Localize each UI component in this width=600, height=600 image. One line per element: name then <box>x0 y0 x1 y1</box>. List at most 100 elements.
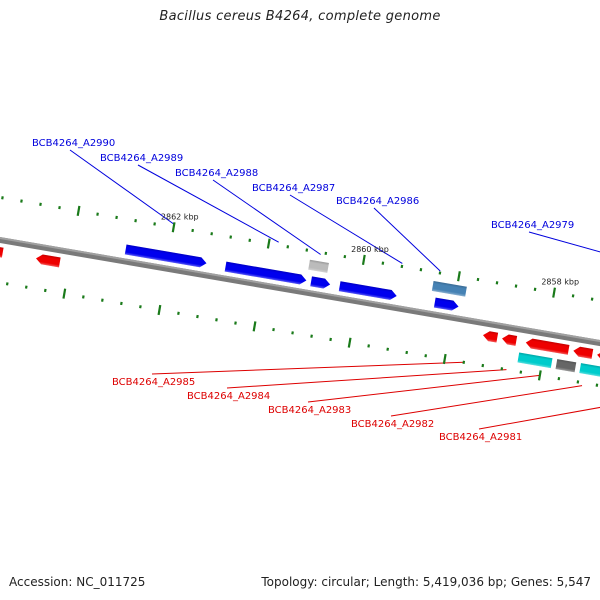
major-tick <box>62 288 67 299</box>
callout-line <box>226 369 507 389</box>
map-title: Bacillus cereus B4264, complete genome <box>159 9 441 24</box>
minor-tick <box>324 251 328 256</box>
gene-bcb4264_a2989[interactable] <box>224 261 308 286</box>
major-tick <box>171 222 176 233</box>
minor-tick <box>381 261 385 265</box>
tick-row-bottom <box>5 282 599 387</box>
tick-label: 2858 kbp <box>541 278 579 287</box>
minor-tick <box>39 202 42 207</box>
minor-tick <box>419 268 423 272</box>
gene-label[interactable]: BCB4264_A2986 <box>336 196 419 207</box>
minor-tick <box>405 350 409 355</box>
gene-bcb4264_a2986[interactable] <box>431 281 467 297</box>
minor-tick <box>120 301 123 306</box>
minor-tick <box>101 298 104 302</box>
gene-label[interactable]: BCB4264_A2984 <box>187 391 270 402</box>
minor-tick <box>210 232 214 236</box>
gene-feature[interactable] <box>573 346 594 359</box>
gene-label[interactable]: BCB4264_A2981 <box>439 432 522 443</box>
minor-tick <box>5 282 9 286</box>
minor-tick <box>177 311 180 315</box>
gene-feature[interactable] <box>35 253 61 268</box>
gene-bcb4264_a2987[interactable] <box>338 281 398 301</box>
tick-row-top <box>1 196 594 301</box>
gene-feature[interactable] <box>555 359 577 373</box>
minor-tick <box>248 238 252 242</box>
gene-bcb4264_a2985[interactable] <box>482 330 499 343</box>
major-tick <box>361 254 366 266</box>
minor-tick <box>462 360 466 364</box>
callout-layer <box>69 149 600 430</box>
genome-backbone <box>0 228 600 370</box>
minor-tick <box>20 199 23 203</box>
callout-line <box>289 194 403 264</box>
minor-tick <box>476 277 480 282</box>
gene-label[interactable]: BCB4264_A2983 <box>268 405 351 416</box>
minor-tick <box>43 288 47 293</box>
gene-label[interactable]: BCB4264_A2982 <box>351 419 434 430</box>
minor-tick <box>191 228 195 233</box>
minor-tick <box>386 347 390 351</box>
minor-tick <box>329 337 332 342</box>
tick-label: 2862 kbp <box>161 212 199 221</box>
minor-tick <box>215 318 218 322</box>
gene-label[interactable]: BCB4264_A2987 <box>252 183 335 194</box>
minor-tick <box>115 215 118 220</box>
accession-text: Accession: NC_011725 <box>9 575 146 589</box>
minor-tick <box>139 305 142 309</box>
label-layer: BCB4264_A2990BCB4264_A2989BCB4264_A2988B… <box>32 138 574 443</box>
minor-tick <box>229 235 233 239</box>
callout-line <box>69 149 175 225</box>
major-tick <box>442 353 447 365</box>
callout-line <box>390 385 583 417</box>
minor-tick <box>400 264 404 269</box>
callout-line <box>307 374 540 403</box>
major-tick <box>266 238 271 249</box>
minor-tick <box>571 294 575 298</box>
major-tick <box>76 205 81 216</box>
minor-tick <box>134 219 137 223</box>
minor-tick <box>58 205 61 210</box>
gene-label[interactable]: BCB4264_A2988 <box>175 168 258 179</box>
minor-tick <box>96 212 99 216</box>
major-tick <box>552 287 557 298</box>
minor-tick <box>500 367 504 371</box>
minor-tick <box>495 281 499 285</box>
gene-bcb4264_a2984[interactable] <box>501 334 518 346</box>
callout-line <box>137 164 279 243</box>
minor-tick <box>305 248 309 252</box>
gene-bcb4264_a2982[interactable] <box>579 363 600 387</box>
minor-tick <box>533 287 537 291</box>
gene-layer <box>0 237 600 387</box>
minor-tick <box>24 285 28 289</box>
minor-tick <box>196 314 199 319</box>
tick-label: 2860 kbp <box>351 245 389 254</box>
callout-line <box>373 207 441 272</box>
gene-bcb4264_a2990[interactable] <box>124 244 208 268</box>
gene-bcb4264_a2988[interactable] <box>308 259 329 273</box>
major-tick <box>347 337 352 348</box>
gene-feature[interactable] <box>310 276 331 289</box>
minor-tick <box>310 334 313 338</box>
gene-bcb4264_a2983[interactable] <box>525 338 570 355</box>
minor-tick <box>234 321 237 325</box>
gene-label[interactable]: BCB4264_A2990 <box>32 138 115 149</box>
minor-tick <box>343 254 347 259</box>
major-tick <box>537 370 542 381</box>
gene-feature[interactable] <box>433 297 459 312</box>
callout-line <box>212 179 321 255</box>
minor-tick <box>153 222 156 226</box>
minor-tick <box>481 363 485 368</box>
minor-tick <box>1 196 4 200</box>
minor-tick <box>438 271 442 275</box>
gene-feature[interactable] <box>517 352 553 369</box>
minor-tick <box>595 383 599 387</box>
gene-label[interactable]: BCB4264_A2979 <box>491 220 574 231</box>
gene-label[interactable]: BCB4264_A2985 <box>112 377 195 388</box>
gene-label[interactable]: BCB4264_A2989 <box>100 153 183 164</box>
minor-tick <box>590 297 594 301</box>
minor-tick <box>576 380 580 384</box>
